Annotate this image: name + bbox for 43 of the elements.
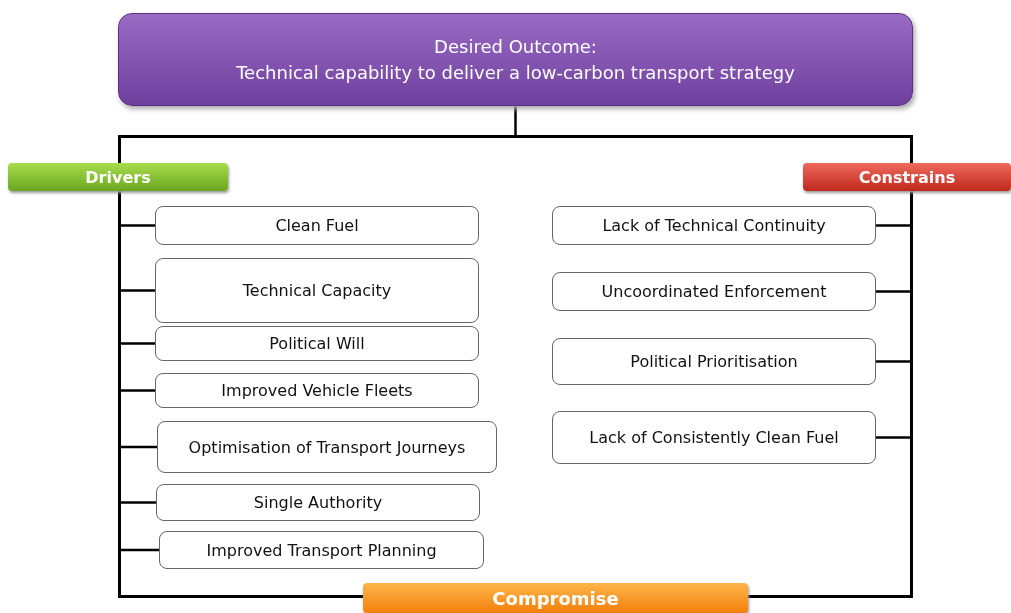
factor-box bbox=[159, 531, 484, 569]
factor-box bbox=[552, 206, 876, 245]
factor-label: Political Will bbox=[269, 334, 365, 353]
connector-line bbox=[119, 548, 159, 552]
factor-box bbox=[552, 272, 876, 311]
factor-label: Uncoordinated Enforcement bbox=[601, 282, 827, 301]
factor-label: Political Prioritisation bbox=[630, 352, 798, 371]
factor-label: Lack of Consistently Clean Fuel bbox=[589, 428, 839, 447]
factor-label: Clean Fuel bbox=[275, 216, 359, 235]
factor-label: Optimisation of Transport Journeys bbox=[188, 437, 466, 457]
badge-label: Drivers bbox=[85, 167, 151, 187]
factor-label: Lack of Technical Continuity bbox=[602, 216, 826, 235]
factor-label: Improved Vehicle Fleets bbox=[221, 381, 413, 400]
connector-line bbox=[876, 436, 912, 439]
factor-box bbox=[552, 411, 876, 464]
compromise-badge bbox=[363, 583, 748, 613]
outcome-text: Technical capability to deliver a low-carbon transport strategy bbox=[236, 60, 795, 85]
factor-box bbox=[156, 484, 480, 521]
outcome-text: Desired Outcome: bbox=[434, 35, 597, 60]
connector-line bbox=[876, 224, 912, 227]
connector-line bbox=[119, 389, 155, 392]
connector-line bbox=[119, 342, 155, 345]
connector-line bbox=[119, 289, 155, 292]
drivers-badge bbox=[8, 163, 228, 191]
factor-box bbox=[155, 373, 479, 408]
factor-box bbox=[552, 338, 876, 385]
connector-line bbox=[119, 224, 155, 227]
connector-line bbox=[119, 445, 157, 449]
badge-label: Constrains bbox=[858, 167, 956, 187]
factor-label: Improved Transport Planning bbox=[206, 540, 437, 560]
connector-line bbox=[119, 501, 156, 504]
factor-box bbox=[155, 206, 479, 245]
connector-line bbox=[514, 106, 517, 135]
connector-line bbox=[876, 360, 912, 363]
outcome-box bbox=[118, 13, 913, 106]
factor-box bbox=[155, 326, 479, 361]
badge-label: Compromise bbox=[492, 587, 619, 609]
factor-box bbox=[157, 421, 497, 473]
constraints-badge bbox=[803, 163, 1011, 191]
factor-label: Technical Capacity bbox=[242, 281, 392, 300]
factor-label: Single Authority bbox=[253, 493, 383, 512]
connector-line bbox=[876, 290, 912, 293]
factor-box bbox=[155, 258, 479, 323]
